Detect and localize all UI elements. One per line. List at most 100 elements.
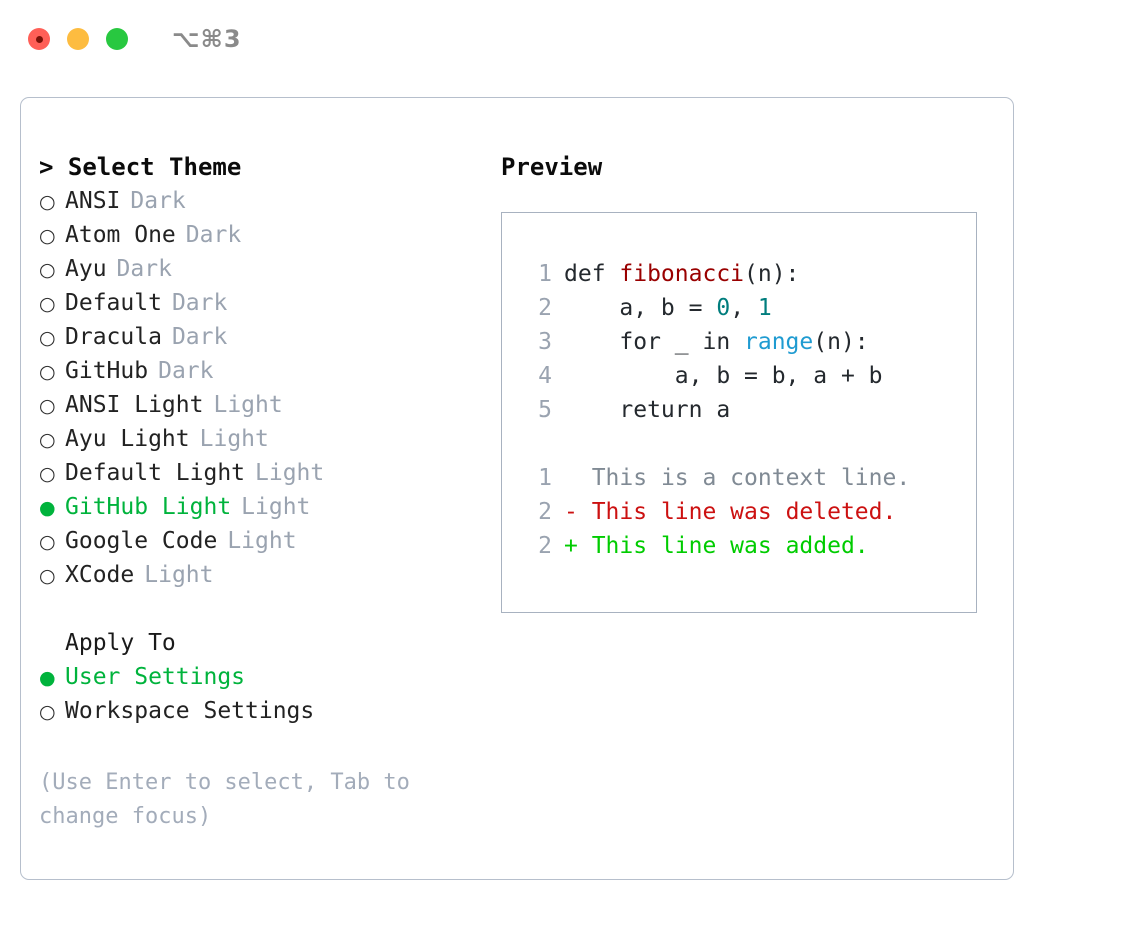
diff-marker: + [564,533,578,559]
diff-sample: 1 This is a context line.2- This line wa… [522,461,976,563]
close-button-icon[interactable] [28,28,50,50]
apply-to-list[interactable]: ● User Settings ○ Workspace Settings [39,660,479,728]
code-token: return a [564,397,731,423]
theme-option-dracula[interactable]: ○ Dracula Dark [39,320,479,354]
code-token: (n): [744,261,800,287]
code-token: def [564,261,620,287]
theme-option-label: Ayu [65,256,107,282]
apply-to-option-label: User Settings [65,664,246,690]
radio-unselected-icon: ○ [39,463,56,485]
theme-option-atom-one[interactable]: ○ Atom One Dark [39,218,479,252]
code-line-number: 1 [538,261,552,287]
diff-line: 1 This is a context line. [522,461,976,495]
list-spacer [39,592,479,626]
code-line-number: 3 [538,329,552,355]
theme-option-kind: Light [227,528,297,554]
theme-option-github-light[interactable]: ● GitHub Light Light [39,490,479,524]
code-token: for _ in [564,329,745,355]
keyboard-hint-text: (Use Enter to select, Tab to change focu… [39,770,424,829]
diff-line-number: 2 [538,533,552,559]
radio-unselected-icon: ○ [39,429,56,451]
theme-option-kind: Dark [158,358,214,384]
theme-option-label: Google Code [65,528,218,554]
theme-option-label: Atom One [65,222,176,248]
diff-line-number: 2 [538,499,552,525]
radio-unselected-icon: ○ [39,225,56,247]
code-token: a, b = [564,295,717,321]
theme-option-label: GitHub [65,358,149,384]
code-line-number: 2 [538,295,552,321]
theme-option-kind: Dark [171,324,228,350]
theme-option-kind: Dark [171,290,228,316]
window-controls [28,28,128,50]
theme-option-xcode[interactable]: ○ XCode Light [39,558,479,592]
keyboard-shortcut-label: ⌥⌘3 [172,25,242,53]
radio-unselected-icon: ○ [39,259,56,281]
theme-option-ansi-light[interactable]: ○ ANSI Light Light [39,388,479,422]
code-token: range [744,329,814,355]
theme-option-kind: Dark [185,222,242,248]
diff-marker [564,461,578,495]
theme-option-label: Dracula [65,324,162,350]
diff-line-text: This is a context line. [577,465,911,491]
theme-option-kind: Light [144,562,214,588]
select-theme-heading: > Select Theme [39,153,242,181]
theme-option-kind: Dark [130,188,186,214]
theme-option-google-code[interactable]: ○ Google Code Light [39,524,479,558]
apply-to-option-workspace-settings[interactable]: ○ Workspace Settings [39,694,479,728]
diff-line-number: 1 [538,465,552,491]
code-token: (n): [813,329,869,355]
code-line: 3 for _ in range(n): [522,325,976,359]
code-diff-spacer [522,427,976,461]
minimize-button-icon[interactable] [67,28,89,50]
radio-unselected-icon: ○ [39,701,56,723]
code-token: a, b = b, a + b [564,363,883,389]
code-token: 0 [716,295,731,321]
radio-unselected-icon: ○ [39,395,56,417]
apply-to-option-user-settings[interactable]: ● User Settings [39,660,479,694]
theme-option-label: ANSI Light [65,392,204,418]
code-line: 1 def fibonacci(n): [522,257,976,291]
zoom-button-icon[interactable] [106,28,128,50]
preview-heading: Preview [501,153,603,181]
diff-line: 2- This line was deleted. [522,495,976,529]
apply-to-heading: Apply To [65,630,176,656]
code-line-number: 5 [538,397,552,423]
radio-unselected-icon: ○ [39,327,56,349]
apply-to-option-label: Workspace Settings [65,698,315,724]
titlebar: ⌥⌘3 [0,0,1140,78]
radio-unselected-icon: ○ [39,565,56,587]
radio-selected-icon: ● [39,497,56,519]
theme-option-kind: Light [255,460,325,486]
diff-marker: - [564,499,578,525]
code-line-number: 4 [538,363,552,389]
radio-unselected-icon: ○ [39,361,56,383]
theme-option-github[interactable]: ○ GitHub Dark [39,354,479,388]
theme-option-label: GitHub Light [65,494,232,520]
code-token: 1 [757,295,772,321]
theme-option-kind: Light [199,426,269,452]
theme-option-label: XCode [65,562,135,588]
diff-line: 2 + This line was added. [522,529,976,563]
code-line: 5 return a [522,393,976,427]
radio-unselected-icon: ○ [39,293,56,315]
radio-selected-icon: ● [39,667,56,689]
radio-unselected-icon: ○ [39,191,56,213]
theme-option-kind: Light [241,494,311,520]
radio-unselected-icon: ○ [39,531,56,553]
code-token: fibonacci [619,261,745,287]
diff-line-text: This line was added. [577,533,869,559]
theme-option-kind: Light [213,392,283,418]
